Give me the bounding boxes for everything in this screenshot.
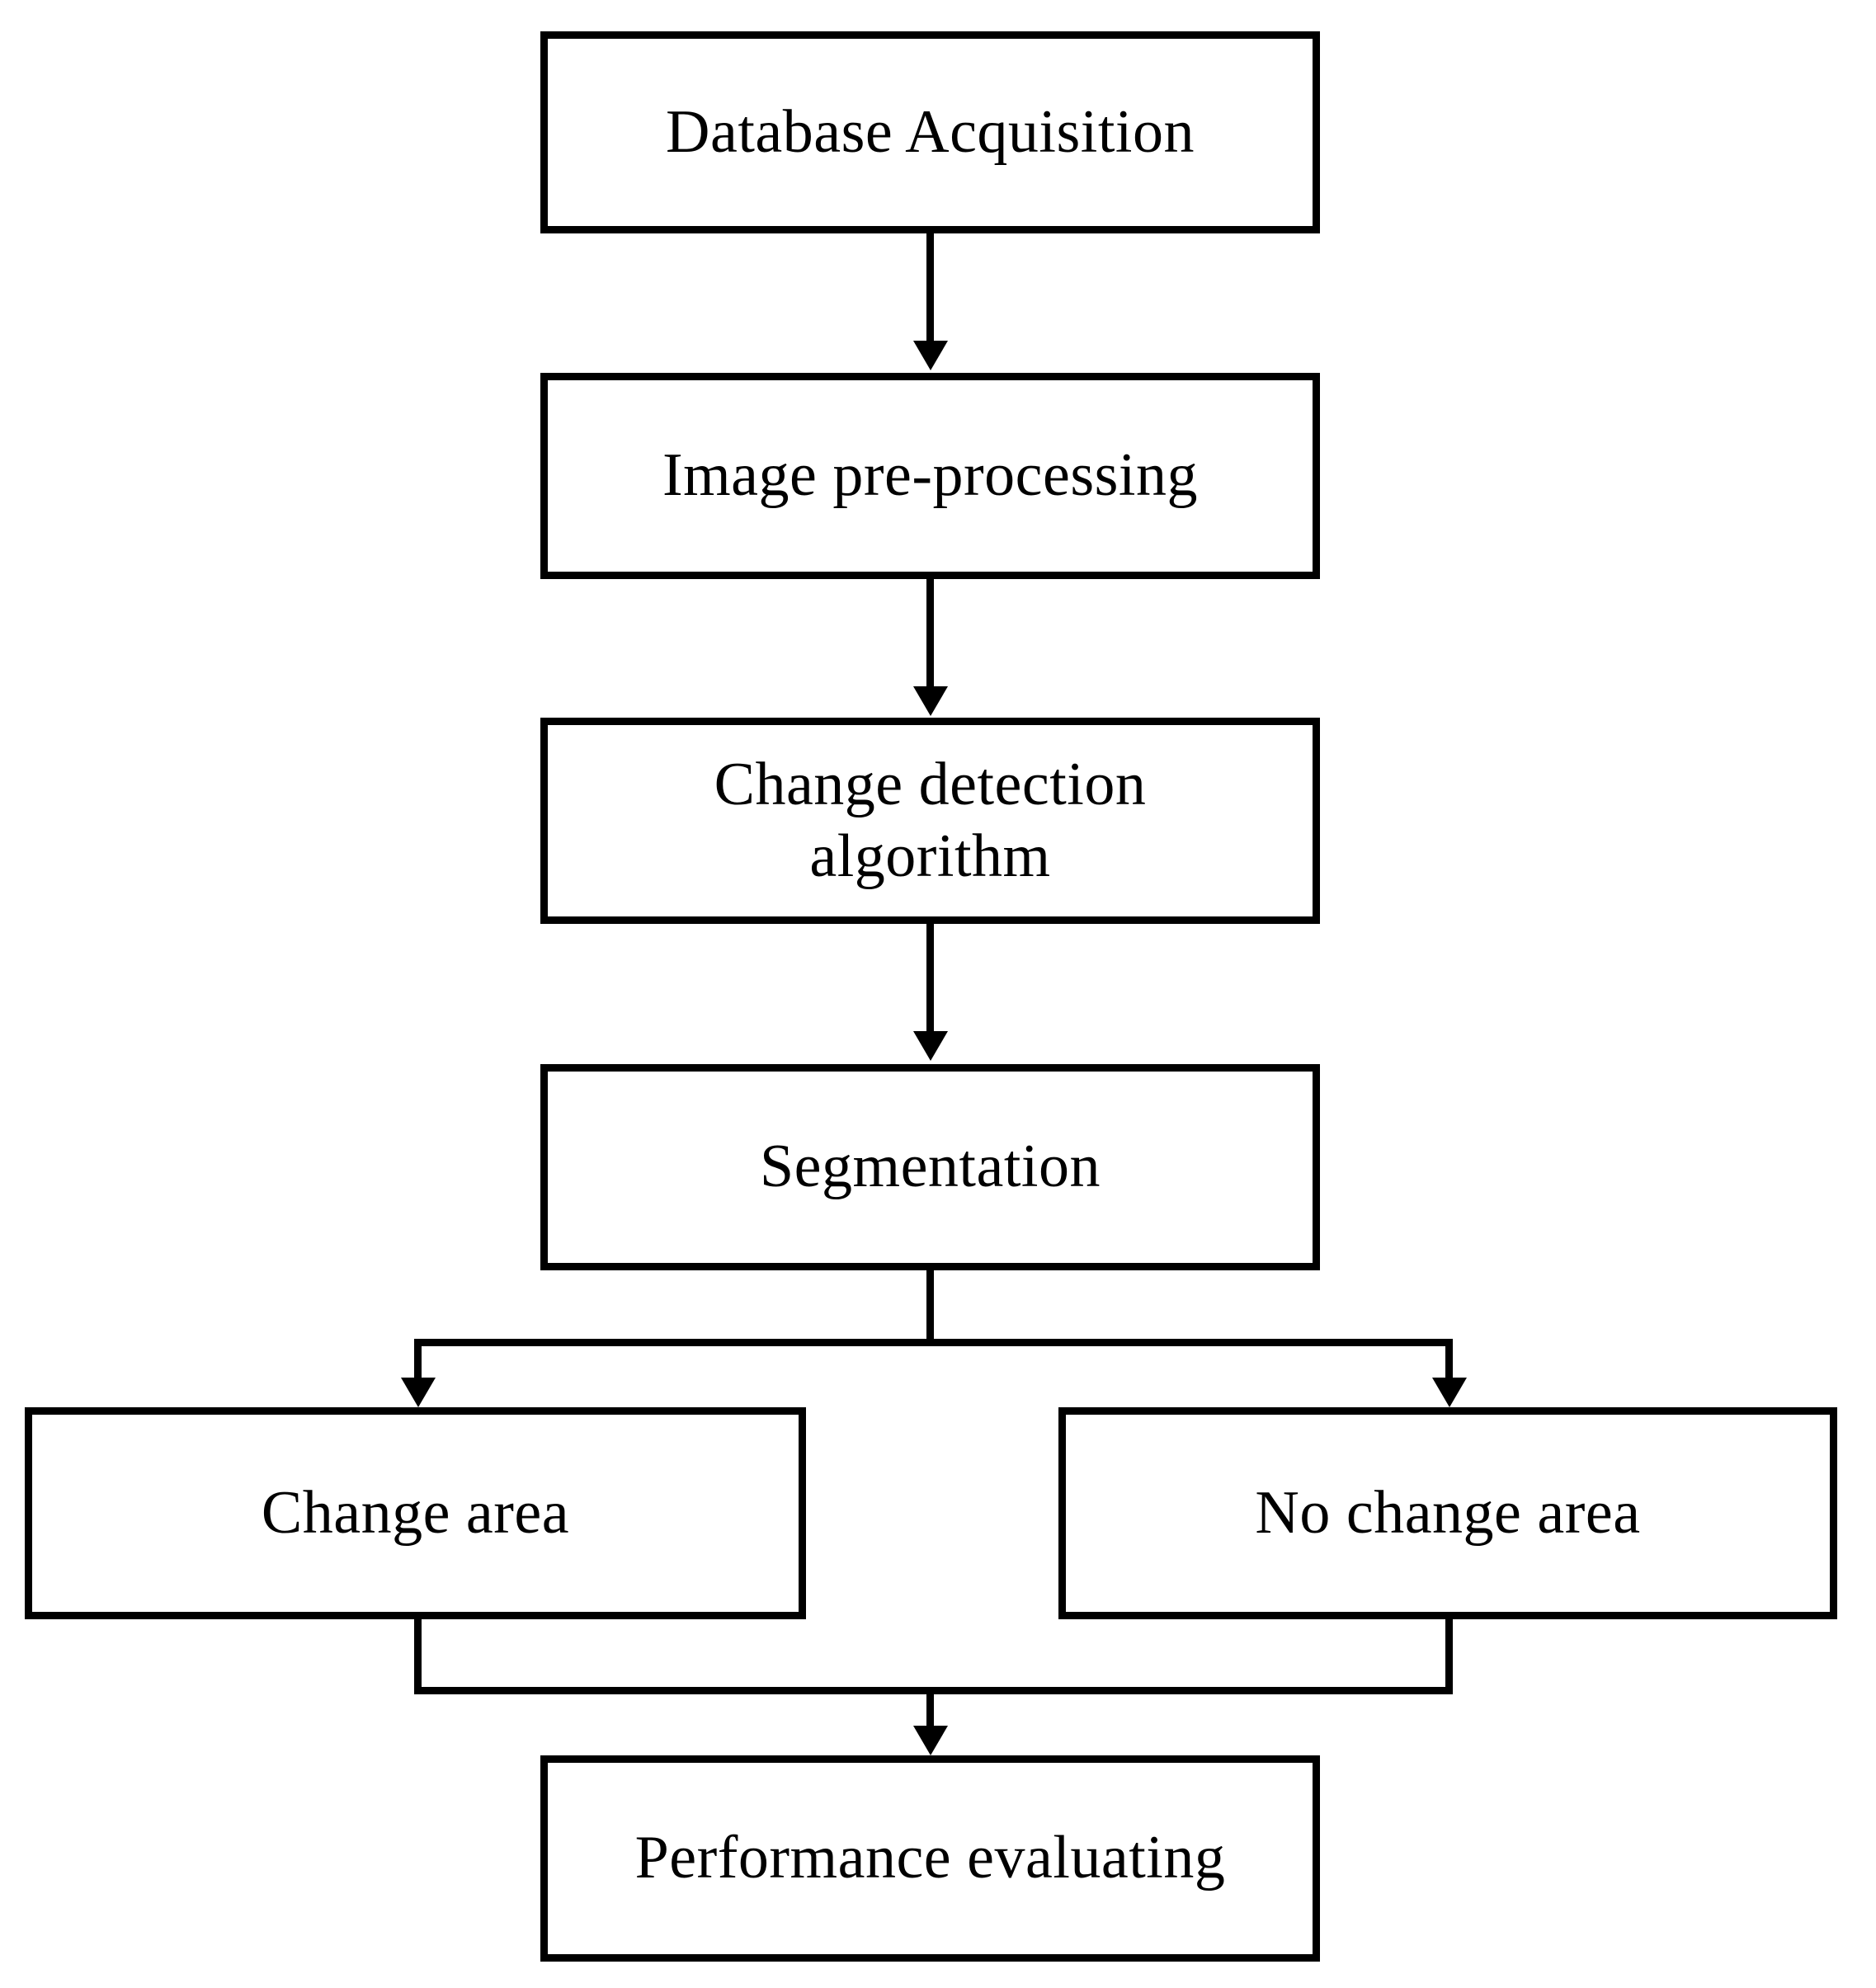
node-label: Image pre-processing [662,441,1198,510]
arrowhead-down-icon [1432,1378,1467,1407]
arrowhead-down-icon [913,1726,948,1755]
edge-no-change-area-stem [1445,1619,1453,1694]
edge-change-area-stem [414,1619,422,1694]
edge-database-acquisition-to-image-preprocessing [926,233,934,344]
arrowhead-down-icon [913,686,948,716]
node-label: Performance evaluating [634,1824,1226,1892]
arrowhead-down-icon [401,1378,436,1407]
edge-merge-to-performance-evaluating [926,1687,934,1741]
node-label: Segmentation [760,1133,1101,1201]
edge-segmentation-split-bar [414,1339,1453,1346]
arrowhead-down-icon [913,1031,948,1061]
edge-image-preprocessing-to-change-detection [926,579,934,690]
node-segmentation[interactable]: Segmentation [540,1064,1320,1270]
node-performance-evaluating[interactable]: Performance evaluating [540,1755,1320,1962]
node-label: Change detection algorithm [714,750,1147,890]
edge-change-detection-to-segmentation [926,924,934,1034]
node-image-preprocessing[interactable]: Image pre-processing [540,373,1320,579]
node-label: Database Acquisition [666,97,1195,166]
node-change-detection-algorithm[interactable]: Change detection algorithm [540,718,1320,924]
node-no-change-area[interactable]: No change area [1058,1407,1837,1619]
arrowhead-down-icon [913,341,948,370]
node-label: No change area [1255,1478,1641,1547]
edge-segmentation-to-no-change-area [1445,1339,1453,1382]
edge-segmentation-to-change-area [414,1339,422,1382]
node-change-area[interactable]: Change area [25,1407,806,1619]
node-label: Change area [261,1478,570,1547]
node-database-acquisition[interactable]: Database Acquisition [540,31,1320,233]
edge-segmentation-stem [926,1270,934,1346]
